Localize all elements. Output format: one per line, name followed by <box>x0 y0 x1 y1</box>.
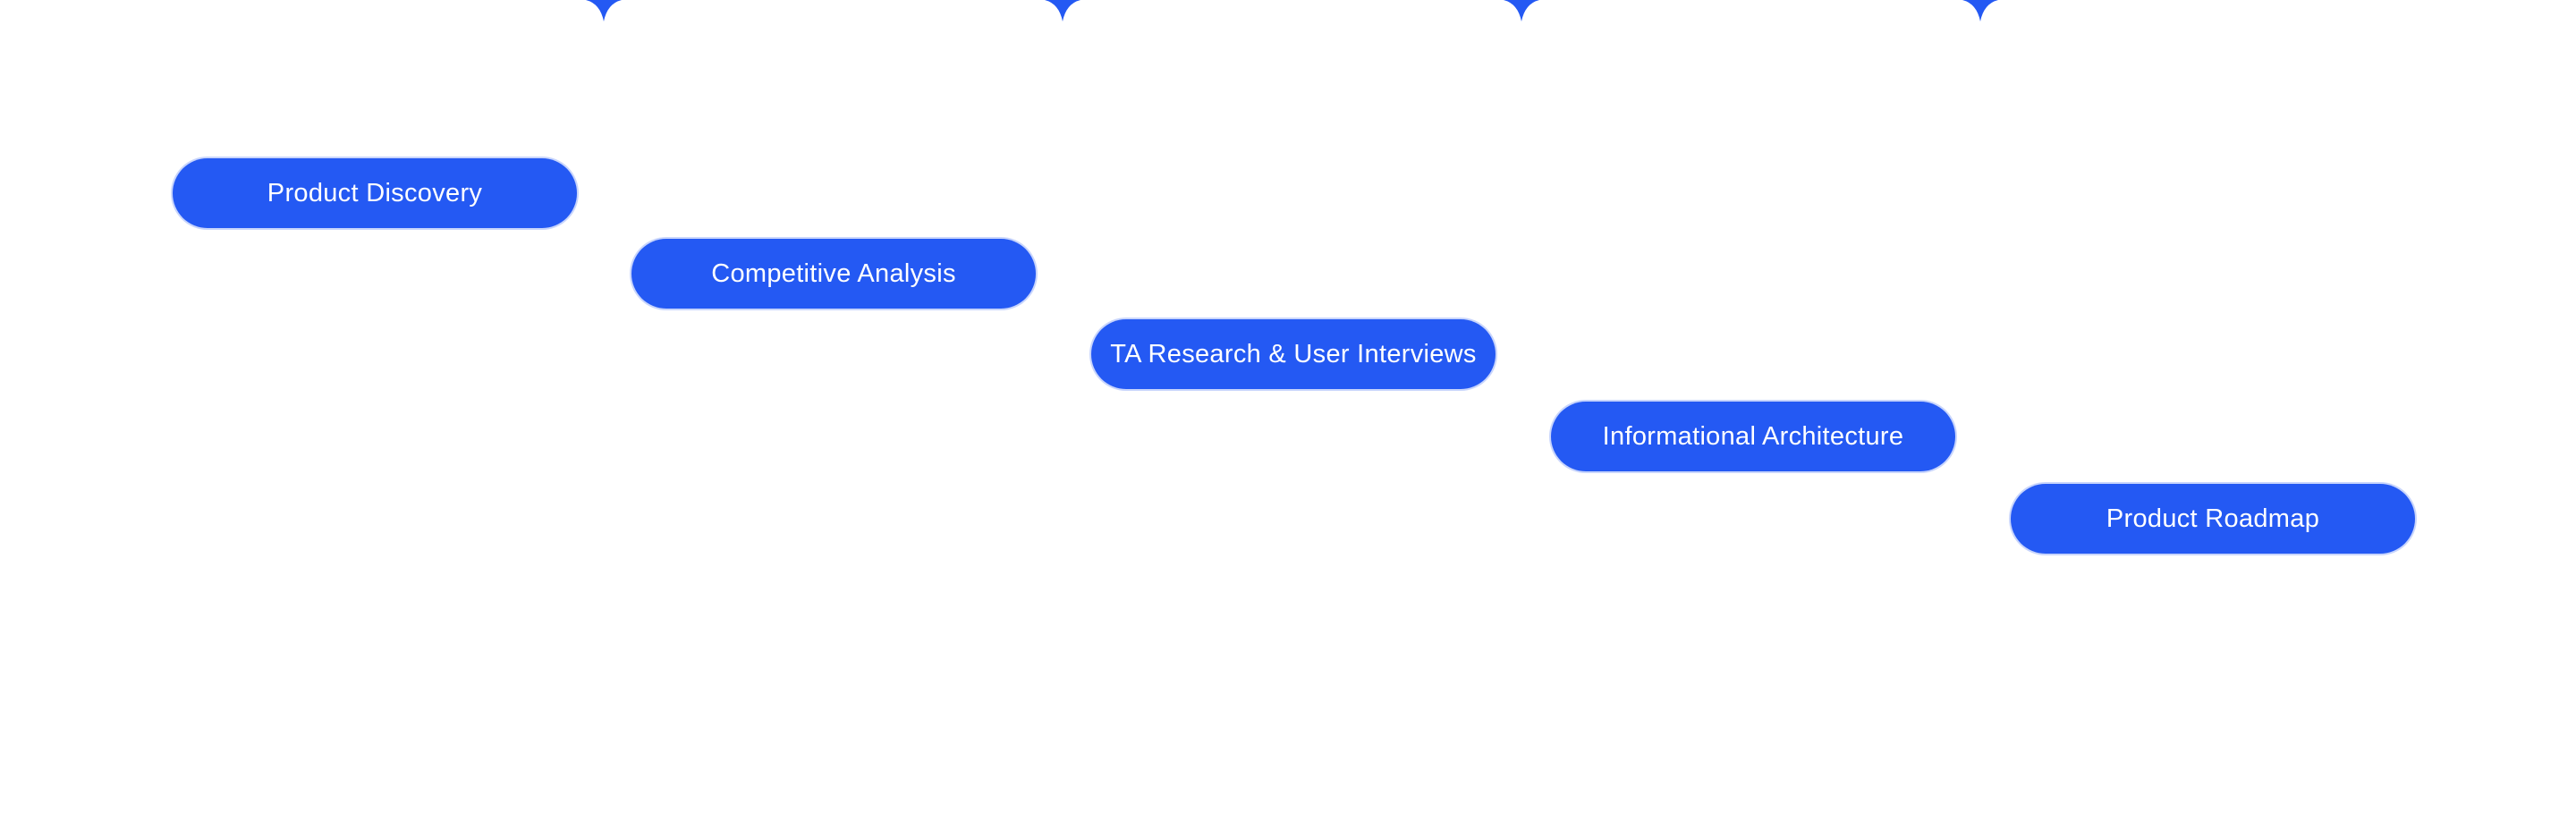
step-competitive-analysis: Competitive Analysis <box>631 239 1036 309</box>
sparkle-marker-icon <box>1962 0 1998 21</box>
step-label: TA Research & User Interviews <box>1110 339 1477 368</box>
sparkle-marker-icon <box>1045 0 1080 21</box>
step-label: Product Roadmap <box>2106 504 2320 533</box>
step-product-discovery: Product Discovery <box>173 158 577 228</box>
step-informational-architecture: Informational Architecture <box>1551 402 1955 471</box>
sparkle-marker-icon <box>1504 0 1539 21</box>
step-product-roadmap: Product Roadmap <box>2011 484 2415 554</box>
step-ta-research-user-interviews: TA Research & User Interviews <box>1091 319 1496 389</box>
step-label: Competitive Analysis <box>711 258 956 288</box>
step-label: Product Discovery <box>267 178 483 207</box>
step-label: Informational Architecture <box>1602 421 1904 451</box>
sparkle-marker-icon <box>586 0 622 21</box>
